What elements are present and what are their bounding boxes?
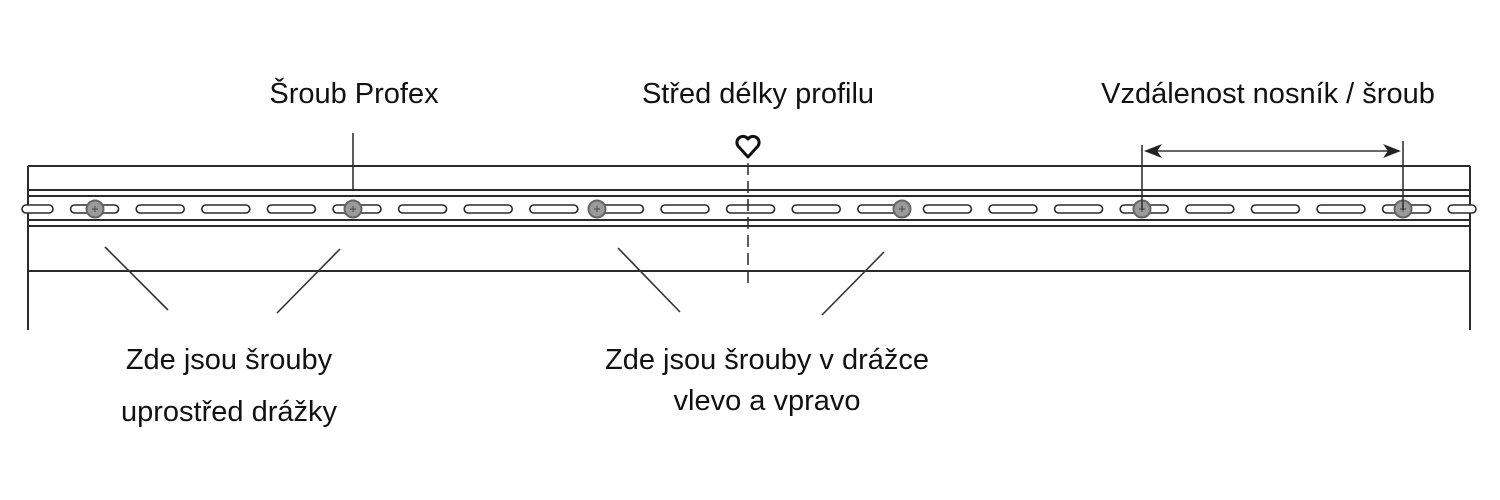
slot (266, 204, 317, 214)
arrow-right-icon (1383, 144, 1401, 158)
slot (791, 204, 842, 214)
screw-icon (343, 199, 363, 219)
slot (1316, 204, 1366, 214)
distance-dimension (1141, 141, 1404, 210)
screw-icon (892, 199, 912, 219)
slot (201, 204, 251, 214)
slot (21, 204, 54, 214)
distance-label: Vzdálenost nosník / šroub (1101, 78, 1435, 110)
middle-note-line1: Zde jsou šrouby (126, 344, 333, 376)
middle-note-line2: uprostřed drážky (121, 396, 337, 428)
slot (725, 204, 776, 214)
slot (463, 204, 514, 214)
sides-note-line2: vlevo a vpravo (674, 385, 861, 417)
slot (660, 204, 710, 214)
arrow-left-icon (1144, 144, 1162, 158)
slot-row (21, 204, 1477, 214)
screw-label: Šroub Profex (269, 76, 439, 110)
slot (922, 204, 973, 214)
slot (135, 204, 185, 214)
center-label: Střed délky profilu (642, 78, 874, 110)
screw-icon (587, 199, 607, 219)
screw-icon (85, 199, 105, 219)
slot (397, 204, 448, 214)
slot (1185, 204, 1235, 214)
slot (528, 204, 579, 214)
slot (1250, 204, 1301, 214)
slot (1053, 204, 1104, 214)
slot (1447, 204, 1477, 214)
sides-note-line1: Zde jsou šrouby v drážce (605, 344, 929, 376)
heart-icon (735, 134, 761, 159)
profile-rail (27, 165, 1471, 330)
pointer-lines (104, 246, 885, 316)
slot (988, 204, 1038, 214)
